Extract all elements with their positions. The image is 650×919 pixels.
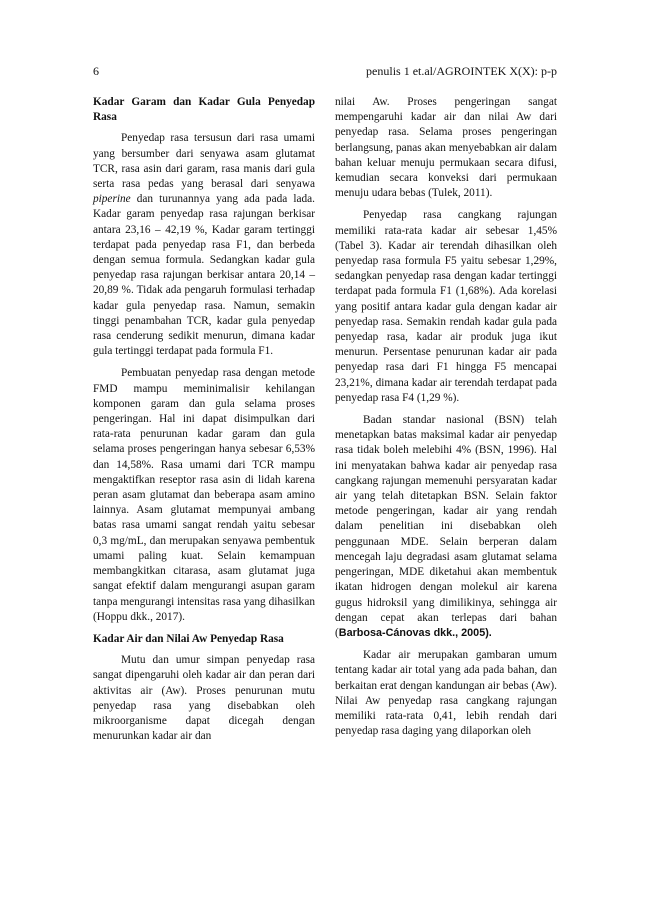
bold-citation: Barbosa-Cánovas dkk., 2005 (338, 626, 486, 639)
paragraph: Pembuatan penyedap rasa dengan metode FM… (93, 367, 315, 623)
paragraph: Penyedap rasa cangkang rajungan memiliki… (335, 209, 557, 404)
paragraph: Penyedap rasa tersusun dari rasa umami y… (93, 131, 315, 359)
citation-end: ). (485, 626, 492, 639)
paragraph: Mutu dan umur simpan penyedap rasa sanga… (93, 654, 315, 743)
left-column: Kadar Garam dan Kadar Gula Penyedap Rasa… (93, 95, 315, 751)
paragraph-text: Penyedap rasa tersusun dari rasa umami y… (93, 132, 315, 191)
section-heading-moisture-aw: Kadar Air dan Nilai Aw Penyedap Rasa (93, 632, 284, 645)
right-column: nilai Aw. Proses pengeringan sangat memp… (335, 95, 557, 746)
page-header: 6 penulis 1 et.al/AGROINTEK X(X): p-p (93, 63, 557, 79)
paragraph-text: Badan standar nasional (BSN) telah menet… (335, 414, 557, 639)
section-heading-salt-sugar: Kadar Garam dan Kadar Gula Penyedap Rasa (93, 96, 315, 124)
paragraph: Kadar air merupakan gambaran umum tentan… (335, 649, 557, 738)
italic-term: piperine (93, 193, 131, 206)
paragraph: nilai Aw. Proses pengeringan sangat memp… (335, 96, 557, 200)
paragraph: Badan standar nasional (BSN) telah menet… (335, 413, 557, 641)
page-number: 6 (93, 64, 99, 78)
paragraph-text: dan turunannya yang ada pada lada. Kadar… (93, 193, 315, 358)
running-head: penulis 1 et.al/AGROINTEK X(X): p-p (366, 64, 557, 78)
